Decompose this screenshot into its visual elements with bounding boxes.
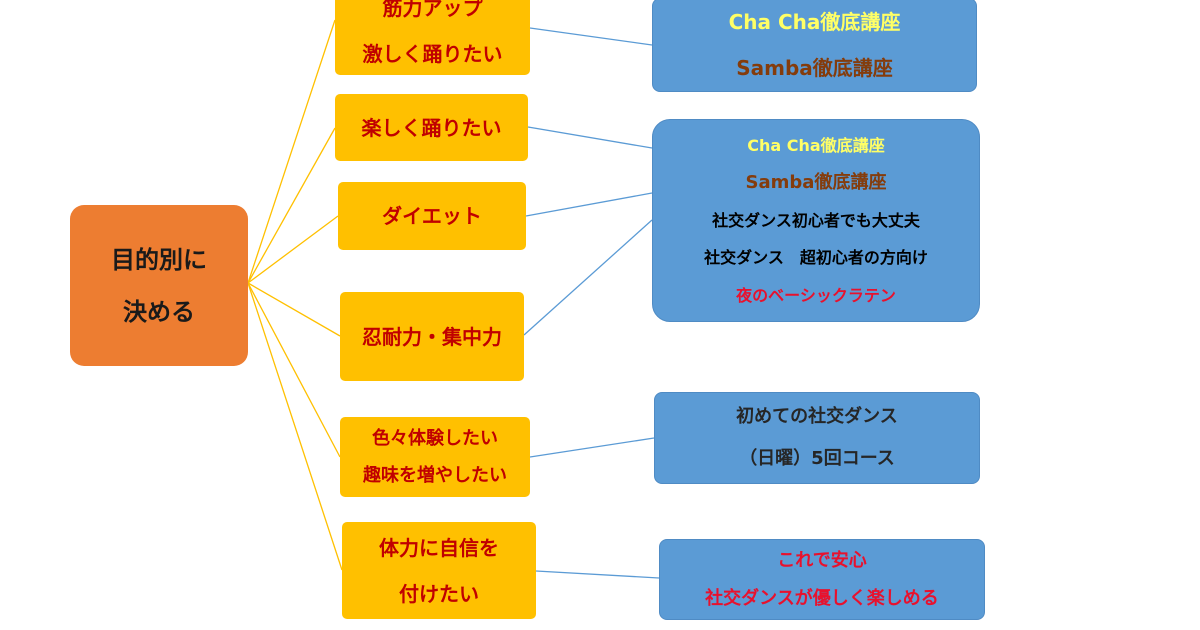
root-line-2: 決める (123, 297, 195, 326)
connector-root-goal-4 (247, 282, 341, 337)
connector-root-goal-1 (247, 19, 336, 284)
course-item-sunday-5: （日曜）5回コース (739, 448, 895, 469)
course-item-chacha: Cha Cha徹底講座 (747, 135, 885, 155)
course-connectors (523, 27, 660, 579)
course-node-reassurance: これで安心 社交ダンスが優しく楽しめる (659, 539, 985, 620)
root-connectors (247, 19, 343, 571)
goal-label: 楽しく踊りたい (361, 115, 502, 140)
goal-node-focus: 忍耐力・集中力 (340, 292, 524, 381)
goal-node-stamina: 体力に自信を 付けたい (342, 522, 536, 619)
connector-root-goal-2 (247, 127, 336, 284)
goal-label: 色々体験したい (372, 428, 498, 449)
course-item-gentle: 社交ダンスが優しく楽しめる (705, 587, 939, 609)
course-item-super-beginner: 社交ダンス 超初心者の方向け (704, 248, 928, 268)
root-line-1: 目的別に (111, 245, 207, 274)
connector-goal4-course2 (523, 219, 653, 336)
goal-label: 忍耐力・集中力 (362, 324, 502, 349)
course-item-samba: Samba徹底講座 (736, 56, 893, 80)
course-item-reassurance: これで安心 (777, 549, 867, 571)
connector-goal3-course2 (525, 192, 653, 217)
goal-node-fun: 楽しく踊りたい (335, 94, 528, 161)
connector-goal6-course4 (535, 570, 660, 579)
course-node-first-dance: 初めての社交ダンス （日曜）5回コース (654, 392, 980, 484)
goal-label: 筋力アップ (382, 0, 483, 20)
connector-root-goal-6 (247, 282, 343, 571)
course-item-night-latin: 夜のベーシックラテン (736, 285, 896, 305)
course-item-first-dance: 初めての社交ダンス (736, 406, 898, 427)
connector-root-goal-5 (247, 282, 341, 458)
course-node-multi: Cha Cha徹底講座 Samba徹底講座 社交ダンス初心者でも大丈夫 社交ダン… (652, 119, 980, 322)
connector-goal5-course3 (529, 437, 655, 458)
goal-label: 付けたい (399, 581, 479, 606)
connector-goal2-course2 (527, 126, 653, 149)
connector-goal1-course1 (529, 27, 653, 46)
goal-label: 激しく踊りたい (362, 41, 503, 66)
course-node-latin-intensive: Cha Cha徹底講座 Samba徹底講座 (652, 0, 977, 92)
goal-label: 趣味を増やしたい (363, 465, 507, 486)
goal-label: ダイエット (382, 204, 482, 228)
course-item-samba: Samba徹底講座 (745, 172, 887, 194)
course-item-chacha: Cha Cha徹底講座 (728, 10, 901, 34)
course-item-beginner: 社交ダンス初心者でも大丈夫 (712, 210, 920, 230)
goal-node-experience: 色々体験したい 趣味を増やしたい (340, 417, 530, 497)
root-node: 目的別に 決める (70, 205, 248, 366)
goal-node-muscle: 筋力アップ 激しく踊りたい (335, 0, 530, 75)
goal-node-diet: ダイエット (338, 182, 526, 250)
connector-root-goal-3 (247, 215, 339, 284)
goal-label: 体力に自信を (379, 535, 499, 560)
